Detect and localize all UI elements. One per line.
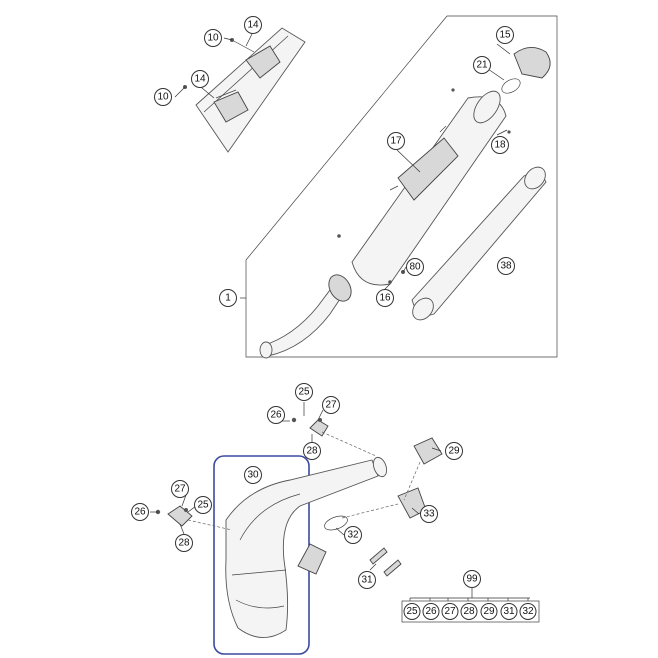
svg-text:26: 26	[425, 606, 437, 617]
callout-14-upper: 14	[244, 16, 262, 34]
o-ring-part	[501, 78, 521, 94]
callout-80: 80	[406, 258, 424, 276]
flange-part	[413, 437, 443, 465]
svg-text:32: 32	[522, 606, 534, 617]
svg-text:31: 31	[361, 575, 373, 586]
svg-text:21: 21	[476, 60, 488, 71]
svg-text:15: 15	[499, 30, 511, 41]
kit-item: 27	[441, 603, 459, 620]
kit-item: 29	[480, 603, 498, 620]
callout-21: 21	[473, 56, 491, 74]
svg-text:28: 28	[178, 538, 190, 549]
kit-item: 32	[519, 603, 537, 620]
svg-text:80: 80	[409, 262, 421, 273]
callout-26-lower: 26	[131, 503, 149, 521]
svg-text:31: 31	[503, 606, 515, 617]
svg-text:29: 29	[448, 446, 460, 457]
svg-text:14: 14	[194, 74, 206, 85]
svg-text:27: 27	[444, 606, 456, 617]
manifold-pipe-part	[225, 456, 388, 638]
svg-text:17: 17	[390, 136, 402, 147]
silencer-insert-part	[411, 166, 547, 321]
callout-27-upper: 27	[322, 396, 340, 414]
callout-15: 15	[496, 26, 514, 44]
svg-text:28: 28	[463, 606, 475, 617]
end-cap-part	[513, 47, 551, 79]
svg-text:29: 29	[483, 606, 495, 617]
callout-16: 16	[376, 289, 394, 307]
bracket-left-part	[167, 505, 193, 527]
callout-17: 17	[387, 132, 405, 150]
svg-text:26: 26	[270, 410, 282, 421]
muffler-assembly-group	[183, 15, 558, 359]
svg-text:10: 10	[207, 33, 219, 44]
callout-32: 32	[344, 526, 362, 544]
muffler-group-outline	[245, 15, 558, 358]
callout-10-lower: 10	[154, 88, 172, 106]
callout-30: 30	[244, 466, 262, 484]
header-pipe-part	[259, 274, 352, 359]
callout-10-upper: 10	[204, 29, 222, 47]
svg-text:1: 1	[225, 293, 231, 304]
kit-item: 25	[403, 603, 421, 620]
callout-14-lower: 14	[191, 70, 209, 88]
svg-text:27: 27	[325, 400, 337, 411]
kit-item: 28	[460, 603, 478, 620]
svg-text:99: 99	[466, 574, 478, 585]
manifold-o-ring-part	[324, 515, 348, 531]
callout-1: 1	[219, 289, 237, 307]
callout-38: 38	[497, 257, 515, 275]
kit-item: 26	[422, 603, 440, 620]
frame-tube-detail	[183, 27, 306, 153]
svg-text:14: 14	[247, 20, 259, 31]
callout-25-upper: 25	[295, 383, 313, 401]
kit-item: 31	[500, 603, 518, 620]
svg-text:28: 28	[306, 446, 318, 457]
svg-text:38: 38	[500, 261, 512, 272]
svg-text:27: 27	[174, 484, 186, 495]
callout-25-lower: 25	[194, 496, 212, 514]
callout-29: 29	[445, 442, 463, 460]
callout-18: 18	[491, 136, 509, 154]
svg-text:30: 30	[247, 470, 259, 481]
svg-text:25: 25	[298, 387, 310, 398]
kit-contents-box: 25 26 27 28 29 31 32	[401, 600, 540, 623]
svg-text:16: 16	[379, 293, 391, 304]
svg-text:18: 18	[494, 140, 506, 151]
callout-28-upper: 28	[303, 442, 321, 460]
svg-text:32: 32	[347, 530, 359, 541]
svg-text:25: 25	[406, 606, 418, 617]
svg-text:10: 10	[157, 92, 169, 103]
bracket-upper-part	[309, 419, 329, 437]
svg-text:25: 25	[197, 500, 209, 511]
svg-text:33: 33	[423, 509, 435, 520]
callout-27-lower: 27	[171, 480, 189, 498]
callout-28-lower: 28	[175, 534, 193, 552]
callout-33: 33	[420, 505, 438, 523]
spring-part	[369, 547, 402, 577]
manifold-group	[155, 417, 443, 655]
svg-text:26: 26	[134, 507, 146, 518]
callout-26-upper: 26	[267, 406, 285, 424]
callout-99: 99	[463, 570, 481, 588]
callout-31: 31	[358, 571, 376, 589]
muffler-body	[351, 90, 507, 286]
